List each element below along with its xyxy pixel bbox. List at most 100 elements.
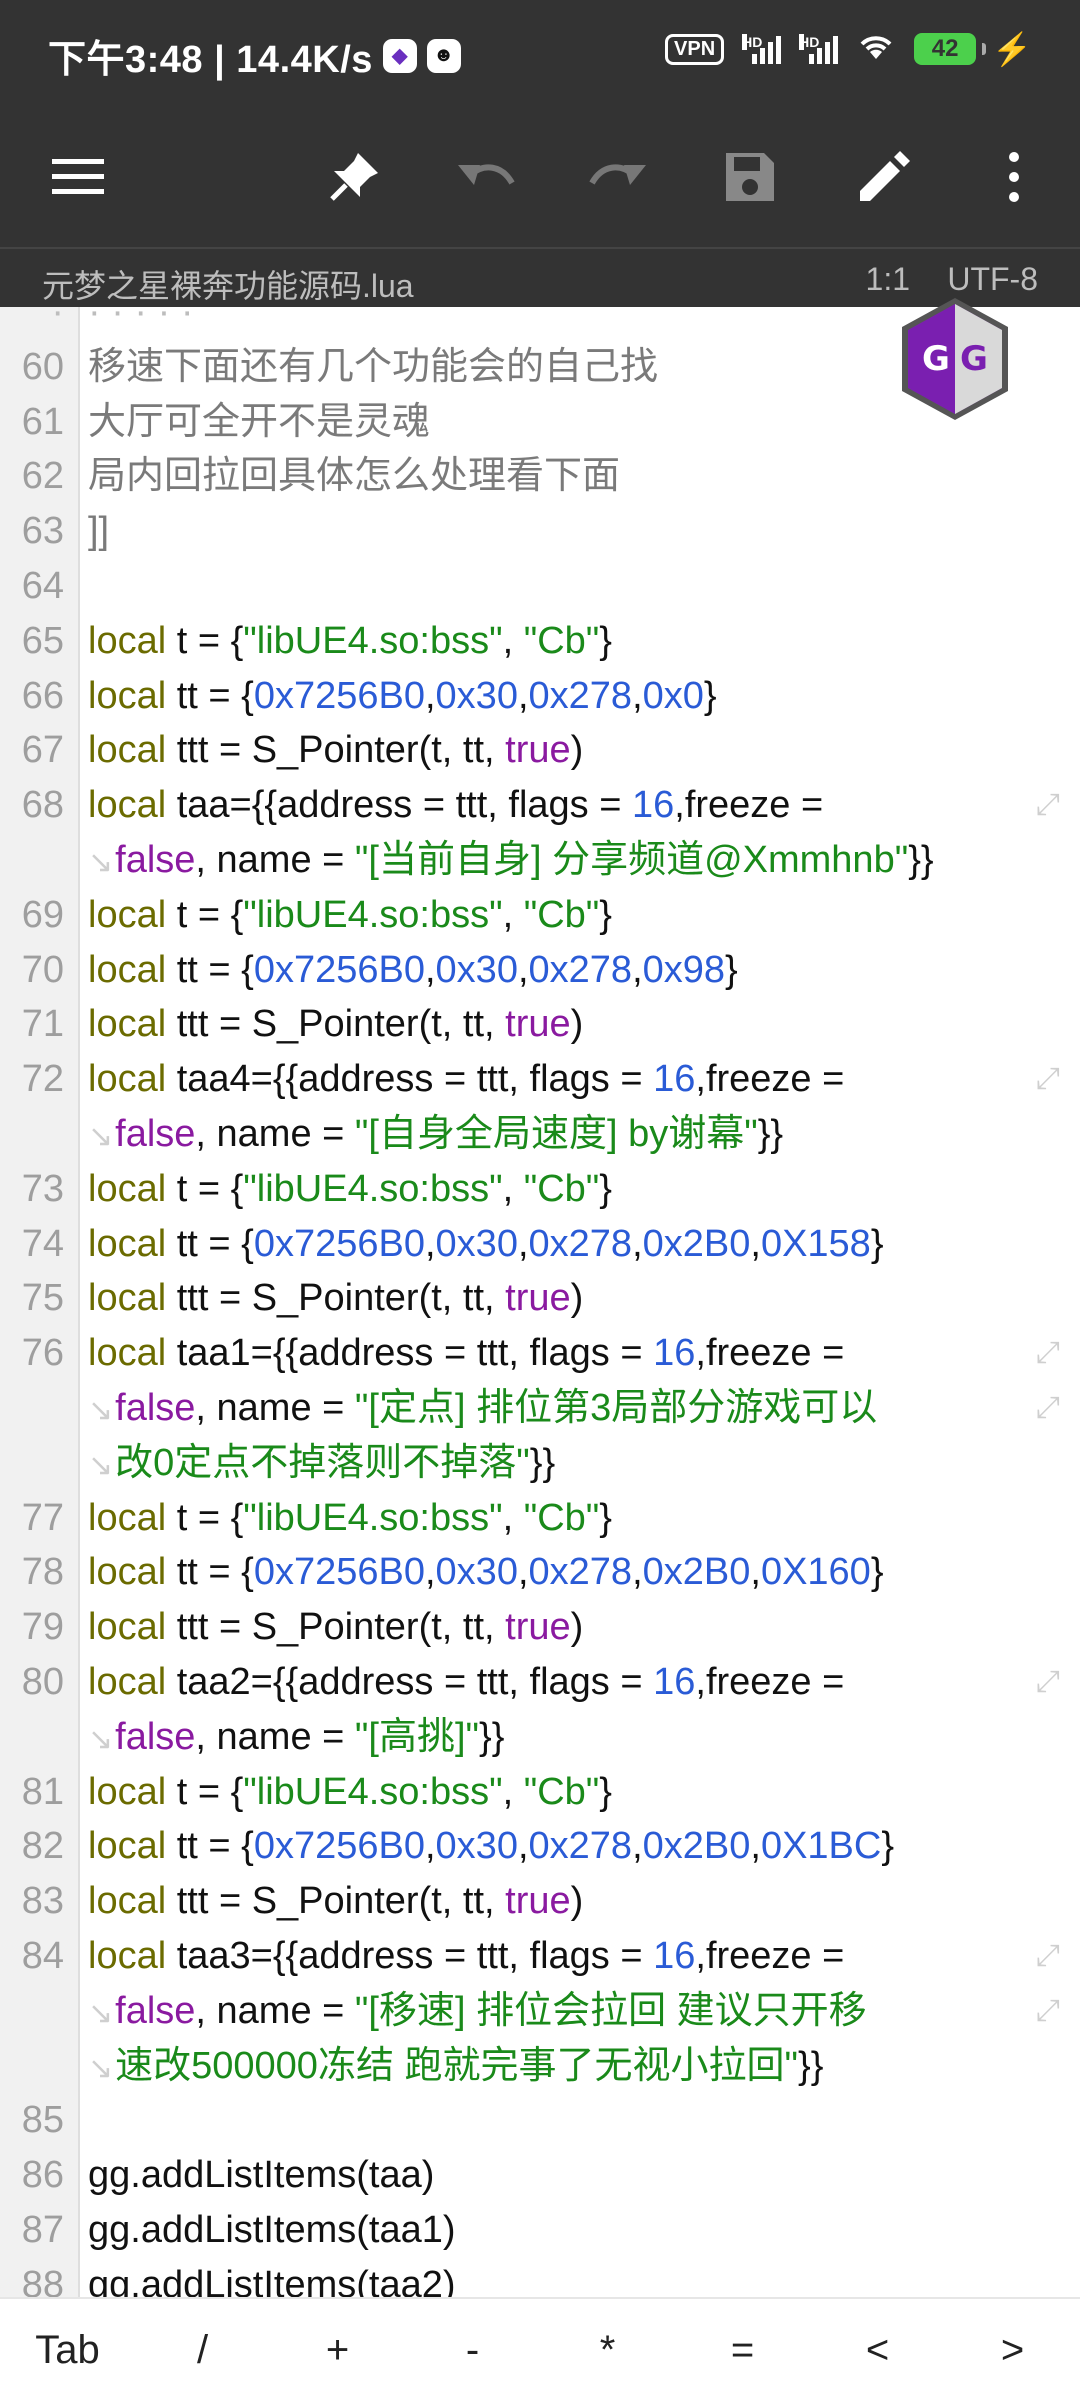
line-number: 86	[21, 2154, 64, 2197]
code-token: false	[115, 1989, 196, 2032]
code-token: ,	[424, 1551, 436, 1594]
key-3[interactable]: -	[465, 2328, 480, 2372]
code-line-continuation[interactable]: ↘false, name = "[自身全局速度] by谢幕"}}	[0, 1107, 1080, 1162]
code-token: ,freeze =	[695, 1332, 845, 1375]
code-text: ↘false, name = "[移速] 排位会拉回 建议只开移	[88, 1984, 867, 2042]
code-line-continuation[interactable]: ↘false, name = "[当前自身] 分享频道@Xmmhnb"}}	[0, 833, 1080, 888]
app-notification-icon: ◆	[382, 38, 417, 73]
code-token: true	[505, 1277, 571, 1320]
code-token: local	[88, 948, 167, 991]
wrap-indicator-icon: ⤢	[1036, 1993, 1060, 2027]
key-2[interactable]: +	[325, 2328, 350, 2372]
code-token: tt = {	[166, 1551, 254, 1594]
line-number: 68	[21, 784, 64, 827]
code-token: }}	[757, 1112, 784, 1155]
key-0[interactable]: Tab	[35, 2328, 100, 2372]
code-text: local taa4={{address = ttt, flags = 16,f…	[88, 1052, 844, 1107]
wrap-continue-icon: ↘	[88, 2051, 114, 2085]
code-token: local	[88, 1660, 167, 1703]
code-token: 0x98	[642, 948, 726, 991]
key-5[interactable]: =	[730, 2328, 755, 2372]
code-token: ,	[517, 948, 529, 991]
code-line-continuation[interactable]: ↘false, name = "[定点] 排位第3局部分游戏可以 ⤢	[0, 1381, 1080, 1436]
charging-icon: ⚡	[992, 31, 1032, 67]
code-line[interactable]: 85	[0, 2093, 1080, 2148]
code-token: 0x30	[435, 1551, 518, 1594]
code-text: local ttt = S_Pointer(t, tt, true)	[88, 1600, 583, 1655]
code-line-continuation[interactable]: ↘速改500000冻结 跑就完事了无视小拉回"}}	[0, 2039, 1080, 2094]
key-1[interactable]: /	[196, 2328, 209, 2372]
pin-icon[interactable]	[314, 137, 394, 217]
code-token: "[当前自身] 分享频道@Xmmhnb"	[354, 838, 909, 881]
code-token: ,	[424, 1825, 436, 1868]
vpn-icon: VPN	[665, 33, 725, 65]
code-token: 16	[653, 1058, 696, 1101]
code-token: "Cb"	[523, 1167, 600, 1210]
code-token: 0x30	[435, 1222, 518, 1265]
code-token: }	[870, 1551, 884, 1594]
key-4[interactable]: *	[599, 2328, 616, 2372]
code-text: local ttt = S_Pointer(t, tt, true)	[88, 997, 583, 1052]
code-line-continuation[interactable]: ↘false, name = "[高挑]"}}	[0, 1710, 1080, 1765]
key-7[interactable]: >	[1000, 2328, 1025, 2372]
key-6[interactable]: <	[865, 2328, 890, 2372]
code-token: 大厅可全开不是灵魂	[88, 400, 431, 443]
svg-text:G: G	[960, 339, 988, 379]
undo-icon[interactable]	[446, 137, 526, 217]
code-token: }}	[908, 838, 934, 881]
code-token: ,	[502, 893, 524, 936]
code-token: ,	[750, 1825, 761, 1868]
code-line-continuation[interactable]: ↘改0定点不掉落则不掉落"}}	[0, 1436, 1080, 1491]
more-icon[interactable]	[974, 137, 1054, 217]
qq-notification-icon: ☻	[426, 38, 461, 73]
code-text: ↘false, name = "[自身全局速度] by谢幕"}}	[88, 1107, 783, 1165]
edit-icon[interactable]	[842, 137, 922, 217]
save-icon[interactable]	[710, 137, 790, 217]
code-token: t = {	[166, 893, 244, 936]
gameguardian-floating-icon[interactable]: G G	[896, 294, 1014, 424]
code-token: 0x7256B0	[253, 1825, 425, 1868]
code-line[interactable]: 63]]	[0, 504, 1080, 559]
code-line[interactable]: 64	[0, 559, 1080, 614]
wrap-indicator-icon: ⤢	[1036, 1390, 1060, 1424]
code-token: }	[870, 1222, 884, 1265]
code-text: local tt = {0x7256B0,0x30,0x278,0x2B0,0X…	[88, 1217, 884, 1272]
menu-icon[interactable]	[38, 137, 118, 217]
code-token: )	[570, 1277, 584, 1320]
code-text: ↘false, name = "[定点] 排位第3局部分游戏可以	[88, 1381, 877, 1439]
code-token: 16	[653, 1934, 696, 1977]
line-number-gutter	[0, 307, 80, 2297]
code-token: 0X160	[760, 1551, 871, 1594]
code-token: 0x30	[435, 674, 518, 717]
code-line-continuation[interactable]: ↘false, name = "[移速] 排位会拉回 建议只开移 ⤢	[0, 1984, 1080, 2039]
code-token: 改0定点不掉落则不掉落"	[115, 1441, 530, 1484]
redo-icon[interactable]	[578, 137, 658, 217]
